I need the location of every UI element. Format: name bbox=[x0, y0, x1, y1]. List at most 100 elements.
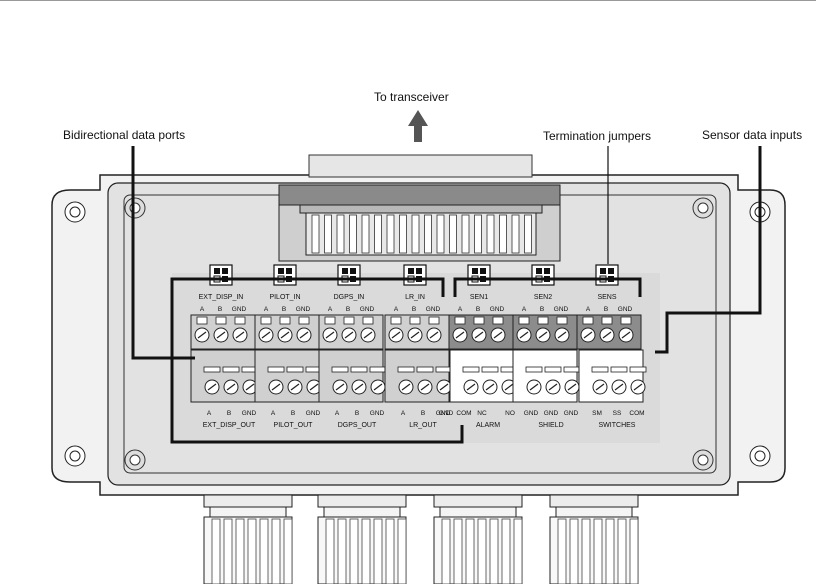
top-pin-label: B bbox=[218, 306, 222, 313]
terminal-group-label: DGPS_OUT bbox=[338, 422, 377, 429]
top-terminal-block bbox=[190, 314, 256, 350]
connector-pin bbox=[424, 214, 432, 254]
connector-pin bbox=[324, 214, 332, 254]
bottom-pin-label: GND bbox=[524, 410, 539, 417]
connector-pin bbox=[524, 214, 532, 254]
bottom-pin-label: B bbox=[355, 410, 359, 417]
terminal-group-label: EXT_DISP_OUT bbox=[203, 422, 256, 429]
jumper-label: SENS bbox=[597, 294, 616, 301]
bottom-terminal-block bbox=[512, 349, 581, 403]
bottom-pin-label: B bbox=[291, 410, 295, 417]
lid-screw-tr-icon bbox=[692, 197, 714, 219]
top-pin-label: B bbox=[604, 306, 608, 313]
bottom-pin-label: B bbox=[421, 410, 425, 417]
jumper-ext-disp-in-icon[interactable] bbox=[209, 264, 233, 286]
jumper-label: EXT_DISP_IN bbox=[199, 294, 244, 301]
bottom-pin-label: GND bbox=[370, 410, 385, 417]
termination-callout: Termination jumpers bbox=[543, 129, 651, 143]
bottom-pin-label: COM bbox=[456, 410, 471, 417]
jumper-pilot-in-icon[interactable] bbox=[273, 264, 297, 286]
top-pin-label: A bbox=[328, 306, 333, 313]
bottom-pin-label: A bbox=[335, 410, 340, 417]
bottom-terminal-block bbox=[254, 349, 323, 403]
lid-screw-bl-icon bbox=[124, 449, 146, 471]
screw-bottom-right-icon bbox=[749, 445, 771, 467]
bottom-pin-label: A bbox=[271, 410, 276, 417]
top-pin-label: GND bbox=[554, 306, 569, 313]
terminal-group-label: ALARM bbox=[476, 422, 500, 429]
bottom-pin-label: SS bbox=[613, 410, 622, 417]
connector-pin bbox=[361, 214, 370, 254]
jumper-label: PILOT_IN bbox=[269, 294, 300, 301]
top-pin-label: B bbox=[346, 306, 350, 313]
top-pin-label: B bbox=[412, 306, 416, 313]
screw-bottom-left-icon bbox=[64, 445, 86, 467]
bottom-pin-label: NC bbox=[477, 410, 487, 417]
top-pin-label: A bbox=[522, 306, 527, 313]
top-pin-label: B bbox=[540, 306, 544, 313]
bottom-pin-label: GND bbox=[436, 410, 451, 417]
bottom-pin-label: COM bbox=[629, 410, 644, 417]
bottom-pin-label: GND bbox=[564, 410, 579, 417]
connector-pin bbox=[511, 214, 520, 254]
sensor-leader bbox=[453, 146, 762, 354]
bidirectional-callout: Bidirectional data ports bbox=[63, 128, 185, 142]
top-pin-label: A bbox=[200, 306, 205, 313]
screw-top-left-icon bbox=[64, 201, 86, 223]
top-terminal-block bbox=[576, 314, 642, 350]
connector-pin bbox=[474, 214, 482, 254]
bottom-terminal-block bbox=[449, 349, 518, 403]
lid-screw-tl-icon bbox=[124, 197, 146, 219]
cable-gland-icon bbox=[549, 494, 639, 584]
terminal-group-label: SHIELD bbox=[538, 422, 563, 429]
connector-pin bbox=[374, 214, 382, 254]
top-pin-label: GND bbox=[360, 306, 375, 313]
connector-pin bbox=[486, 214, 495, 254]
connector-pin bbox=[449, 214, 457, 254]
jumper-dgps-in-icon[interactable] bbox=[337, 264, 361, 286]
up-arrow-icon bbox=[408, 110, 428, 142]
bottom-terminal-block bbox=[578, 349, 647, 403]
terminal-group-label: PILOT_OUT bbox=[274, 422, 314, 429]
jumper-sens-icon[interactable] bbox=[595, 264, 619, 286]
bottom-pin-label: A bbox=[401, 410, 406, 417]
top-terminal-block bbox=[318, 314, 384, 350]
top-pin-label: GND bbox=[296, 306, 311, 313]
connector-pin bbox=[411, 214, 420, 254]
top-pin-label: A bbox=[394, 306, 399, 313]
top-pin-label: GND bbox=[490, 306, 505, 313]
cable-gland-icon bbox=[317, 494, 407, 584]
sensor-callout: Sensor data inputs bbox=[702, 128, 802, 142]
connector-pin bbox=[311, 214, 320, 254]
bottom-pin-label: A bbox=[207, 410, 212, 417]
top-pin-label: A bbox=[586, 306, 591, 313]
terminal-group-label: SWITCHES bbox=[599, 422, 636, 429]
top-terminal-block bbox=[254, 314, 320, 350]
jumper-label: SEN1 bbox=[470, 294, 488, 301]
connector-pin bbox=[349, 214, 357, 254]
top-pin-label: A bbox=[458, 306, 463, 313]
jumper-label: SEN2 bbox=[534, 294, 552, 301]
lid-screw-br-icon bbox=[692, 449, 714, 471]
bottom-pin-label: NO bbox=[505, 410, 515, 417]
bottom-pin-label: B bbox=[227, 410, 231, 417]
connector-pin bbox=[386, 214, 395, 254]
bottom-terminal-block bbox=[384, 349, 453, 403]
jumper-lr-in-icon[interactable] bbox=[403, 264, 427, 286]
jumper-label: LR_IN bbox=[405, 294, 425, 301]
top-pin-label: GND bbox=[232, 306, 247, 313]
bottom-terminal-block bbox=[318, 349, 387, 403]
transceiver-callout: To transceiver bbox=[374, 90, 449, 104]
connector-pin bbox=[461, 214, 470, 254]
top-pin-label: GND bbox=[426, 306, 441, 313]
transceiver-cable-entry bbox=[308, 154, 533, 178]
bidirectional-leader bbox=[131, 146, 464, 444]
top-terminal-block bbox=[512, 314, 578, 350]
jumper-label: DGPS_IN bbox=[334, 294, 365, 301]
top-pin-label: A bbox=[264, 306, 269, 313]
connector-pin bbox=[436, 214, 445, 254]
jumper-sen2-icon[interactable] bbox=[531, 264, 555, 286]
jumper-sen1-icon[interactable] bbox=[467, 264, 491, 286]
cable-gland-icon bbox=[433, 494, 523, 584]
